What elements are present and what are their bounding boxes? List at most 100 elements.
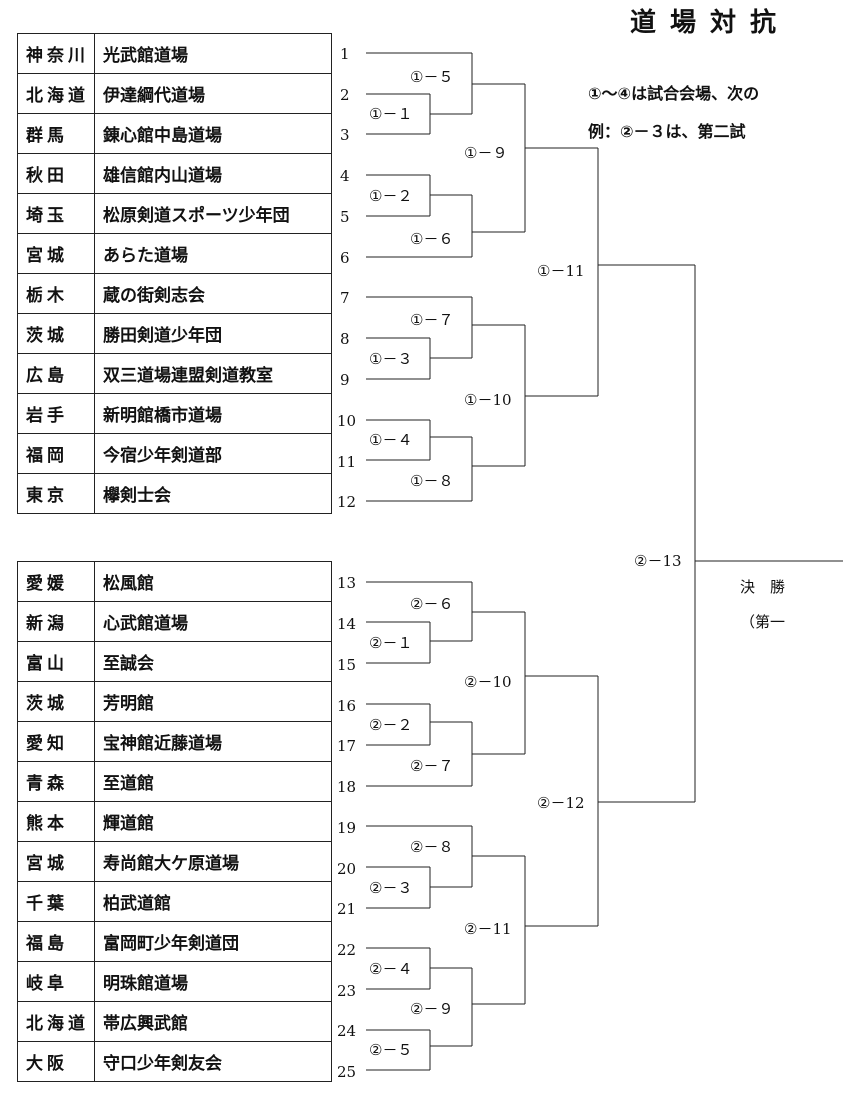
table-row: 神奈川光武館道場: [17, 33, 332, 74]
prefecture-cell: 神奈川: [17, 33, 95, 74]
match-label: ①－３: [369, 350, 412, 368]
match-label: ①－４: [369, 431, 412, 449]
table-row: 福島富岡町少年剣道団: [17, 921, 332, 962]
match-labels: ①－５ ①－１ ①－９ ①－２ ①－６ ①－11 ①－７ ①－３ ①－10 ①－…: [369, 68, 682, 1059]
seed-number: 17: [337, 737, 356, 755]
team-cell: 明珠館道場: [94, 961, 332, 1002]
prefecture-cell: 北海道: [17, 1001, 95, 1042]
match-label: ①－10: [464, 391, 512, 409]
table-row: 大阪守口少年剣友会: [17, 1041, 332, 1082]
table-row: 茨城勝田剣道少年団: [17, 313, 332, 354]
prefecture-cell: 秋田: [17, 153, 95, 194]
prefecture-cell: 愛知: [17, 721, 95, 762]
match-label: ②－９: [410, 1000, 453, 1018]
team-cell: 至道館: [94, 761, 332, 802]
team-cell: 欅剣士会: [94, 473, 332, 514]
team-cell: 富岡町少年剣道団: [94, 921, 332, 962]
table-row: 北海道伊達綱代道場: [17, 73, 332, 114]
table-row: 岩手新明館橋市道場: [17, 393, 332, 434]
match-label: ②－10: [464, 673, 512, 691]
seed-numbers: 1 2 3 4 5 6 7 8 9 10 11 12 13 14 15 16 1…: [337, 45, 356, 1081]
table-row: 東京欅剣士会: [17, 473, 332, 514]
table-row: 群馬錬心館中島道場: [17, 113, 332, 154]
final-session-note: （第一: [740, 613, 786, 631]
match-label: ②－12: [537, 794, 585, 812]
team-cell: あらた道場: [94, 233, 332, 274]
match-label: ①－６: [410, 230, 453, 248]
seed-number: 22: [337, 941, 356, 959]
seed-number: 24: [337, 1022, 356, 1040]
venue-note: ①～④は試合会場、次の: [588, 84, 760, 103]
match-label: ②－３: [369, 879, 412, 897]
seed-number: 4: [340, 167, 350, 185]
seed-number: 6: [340, 249, 350, 267]
prefecture-cell: 茨城: [17, 681, 95, 722]
prefecture-cell: 青森: [17, 761, 95, 802]
seed-number: 9: [340, 371, 350, 389]
match-label: ②－11: [464, 920, 512, 938]
match-label: ①－11: [537, 262, 585, 280]
seed-number: 5: [340, 208, 350, 226]
match-label: ①－９: [464, 144, 507, 162]
seed-number: 19: [337, 819, 356, 837]
seed-number: 15: [337, 656, 356, 674]
table-row: 北海道帯広興武館: [17, 1001, 332, 1042]
page-title: 道場対抗: [630, 8, 791, 38]
prefecture-cell: 福岡: [17, 433, 95, 474]
match-label: ②－５: [369, 1041, 412, 1059]
table-row: 愛媛松風館: [17, 561, 332, 602]
seed-number: 1: [340, 45, 350, 63]
bracket-connectors-group2: [366, 581, 695, 1071]
table-row: 熊本輝道館: [17, 801, 332, 842]
match-label: ②－１: [369, 634, 412, 652]
seed-number: 21: [337, 900, 356, 918]
team-cell: 勝田剣道少年団: [94, 313, 332, 354]
seed-number: 14: [337, 615, 356, 633]
prefecture-cell: 東京: [17, 473, 95, 514]
match-label: ①－１: [369, 105, 412, 123]
match-label: ②－７: [410, 757, 453, 775]
team-cell: 芳明館: [94, 681, 332, 722]
team-cell: 輝道館: [94, 801, 332, 842]
entry-table-group1: 神奈川光武館道場 北海道伊達綱代道場 群馬錬心館中島道場 秋田雄信館内山道場 埼…: [17, 33, 332, 514]
match-label: ①－８: [410, 472, 453, 490]
prefecture-cell: 宮城: [17, 841, 95, 882]
team-cell: 光武館道場: [94, 33, 332, 74]
seed-number: 8: [340, 330, 350, 348]
entry-table-group2: 愛媛松風館 新潟心武館道場 富山至誠会 茨城芳明館 愛知宝神館近藤道場 青森至道…: [17, 561, 332, 1082]
team-cell: 帯広興武館: [94, 1001, 332, 1042]
prefecture-cell: 群馬: [17, 113, 95, 154]
table-row: 富山至誠会: [17, 641, 332, 682]
seed-number: 10: [337, 412, 356, 430]
match-label: ①－２: [369, 187, 412, 205]
team-cell: 蔵の街剣志会: [94, 273, 332, 314]
seed-number: 7: [340, 289, 350, 307]
team-cell: 松風館: [94, 561, 332, 602]
team-cell: 守口少年剣友会: [94, 1041, 332, 1082]
prefecture-cell: 北海道: [17, 73, 95, 114]
seed-number: 25: [337, 1063, 356, 1081]
table-row: 宮城寿尚館大ケ原道場: [17, 841, 332, 882]
seed-number: 12: [337, 493, 356, 511]
match-label: ②－２: [369, 716, 412, 734]
table-row: 栃木蔵の街剣志会: [17, 273, 332, 314]
prefecture-cell: 岐阜: [17, 961, 95, 1002]
prefecture-cell: 栃木: [17, 273, 95, 314]
team-cell: 至誠会: [94, 641, 332, 682]
prefecture-cell: 富山: [17, 641, 95, 682]
match-label: ②－８: [410, 838, 453, 856]
table-row: 岐阜明珠館道場: [17, 961, 332, 1002]
match-label: ①－７: [410, 311, 453, 329]
table-row: 福岡今宿少年剣道部: [17, 433, 332, 474]
prefecture-cell: 宮城: [17, 233, 95, 274]
table-row: 茨城芳明館: [17, 681, 332, 722]
table-row: 埼玉松原剣道スポーツ少年団: [17, 193, 332, 234]
match-label: ②－４: [369, 960, 412, 978]
seed-number: 2: [340, 86, 350, 104]
seed-number: 11: [337, 453, 356, 471]
prefecture-cell: 埼玉: [17, 193, 95, 234]
team-cell: 雄信館内山道場: [94, 153, 332, 194]
prefecture-cell: 岩手: [17, 393, 95, 434]
prefecture-cell: 愛媛: [17, 561, 95, 602]
venue-example-note: 例：②－３は、第二試: [588, 122, 746, 141]
